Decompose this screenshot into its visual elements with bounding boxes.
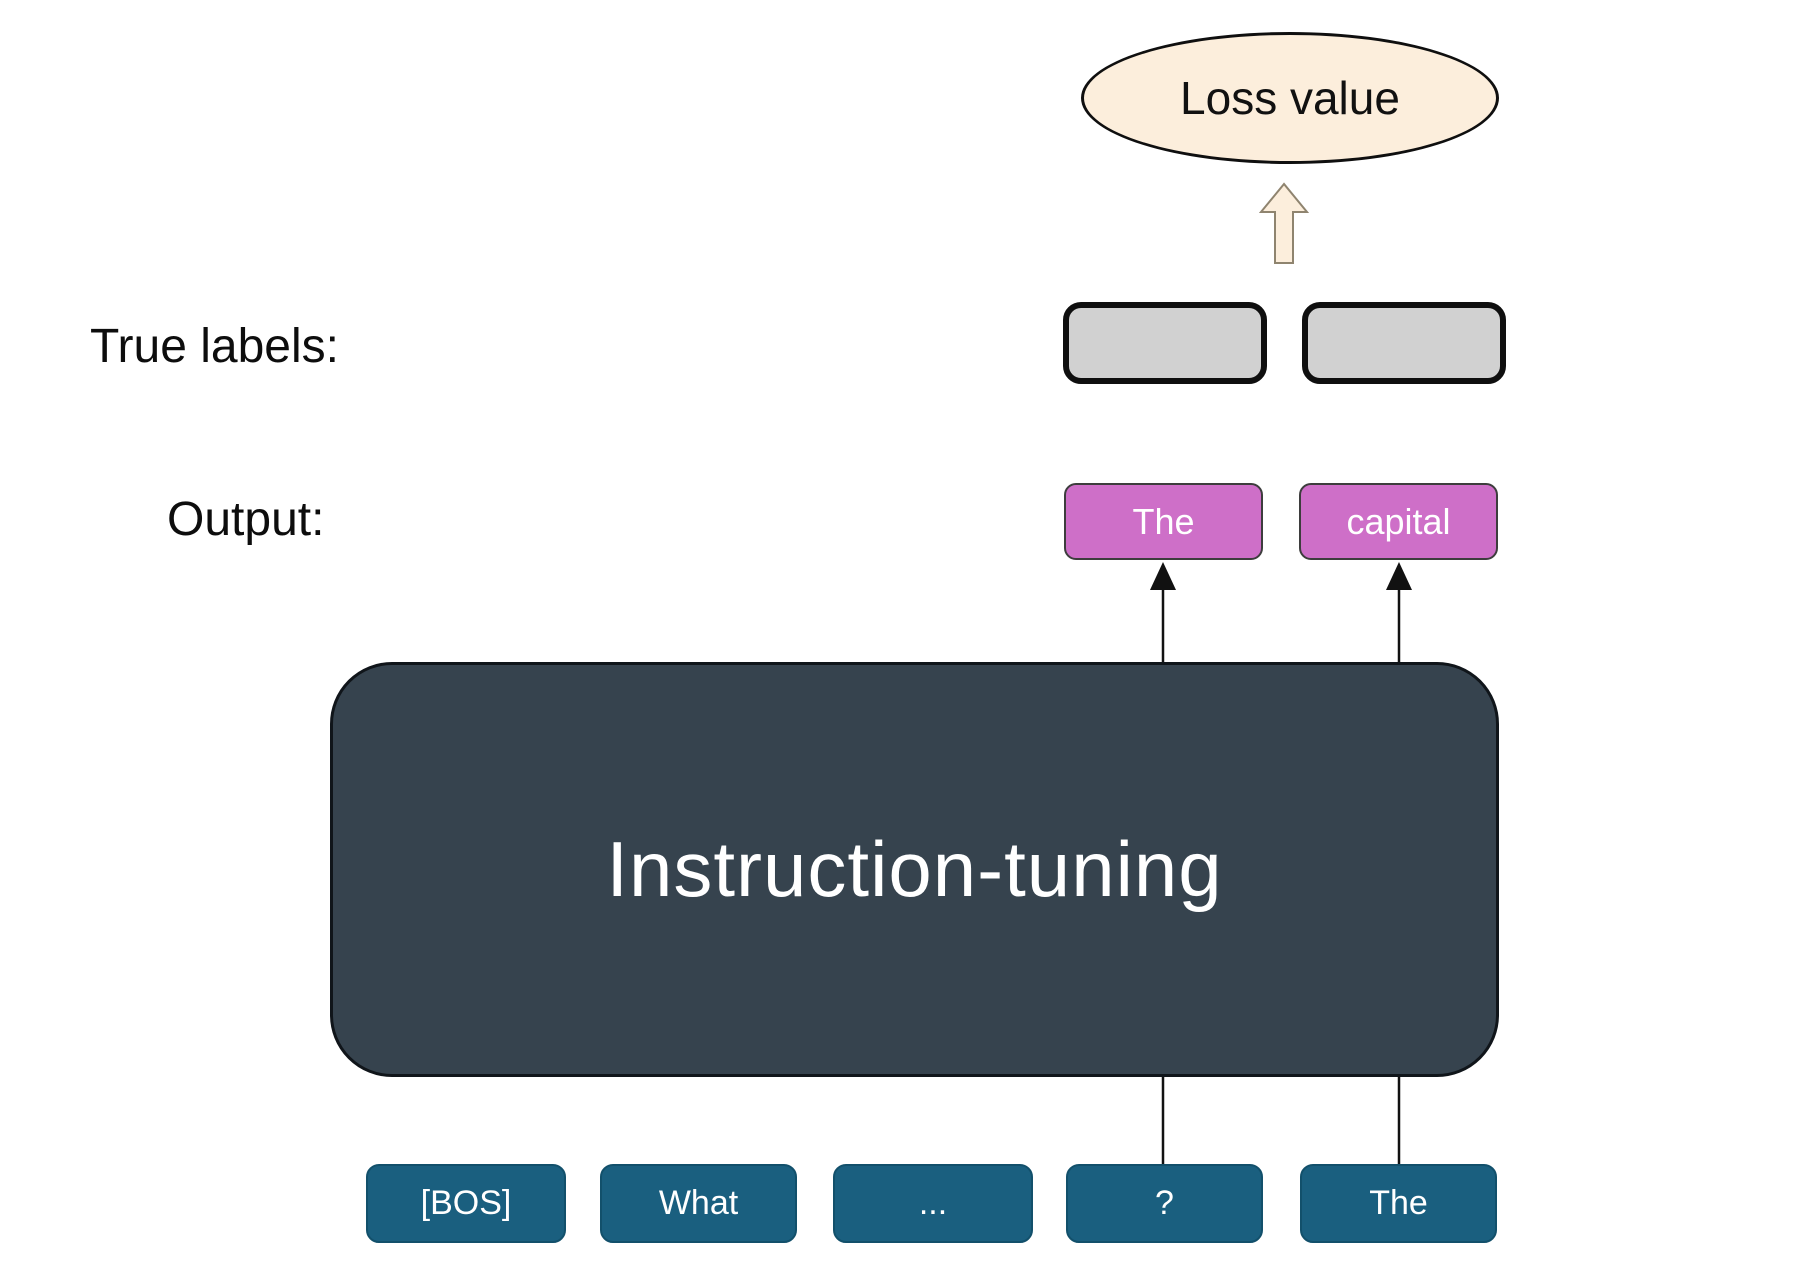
true-label-box xyxy=(1063,302,1267,384)
output-arrow-head-1-icon xyxy=(1150,562,1176,590)
model-box-label: Instruction-tuning xyxy=(606,825,1223,913)
loss-block-up-arrow-icon xyxy=(1258,182,1310,264)
true-labels-row-label: True labels: xyxy=(90,320,339,373)
model-box: Instruction-tuning xyxy=(330,662,1499,1077)
output-token-label: capital xyxy=(1346,500,1451,542)
true-label-box xyxy=(1302,302,1506,384)
output-token-box: The xyxy=(1064,483,1263,560)
input-token-label: [BOS] xyxy=(420,1184,512,1222)
output-arrow-head-2-icon xyxy=(1386,562,1412,590)
input-token-label: ... xyxy=(918,1184,948,1222)
loss-value-ellipse: Loss value xyxy=(1081,32,1499,164)
input-token-box: ? xyxy=(1066,1164,1263,1243)
loss-value-label: Loss value xyxy=(1180,72,1400,124)
input-token-label: What xyxy=(658,1184,739,1222)
output-token-box: capital xyxy=(1299,483,1498,560)
output-row-label: Output: xyxy=(167,493,325,546)
input-token-box: The xyxy=(1300,1164,1497,1243)
input-token-box: [BOS] xyxy=(366,1164,566,1243)
input-token-box: What xyxy=(600,1164,797,1243)
input-token-box: ... xyxy=(833,1164,1033,1243)
input-token-label: The xyxy=(1369,1184,1428,1222)
output-token-label: The xyxy=(1132,500,1195,542)
input-token-label: ? xyxy=(1155,1184,1174,1222)
